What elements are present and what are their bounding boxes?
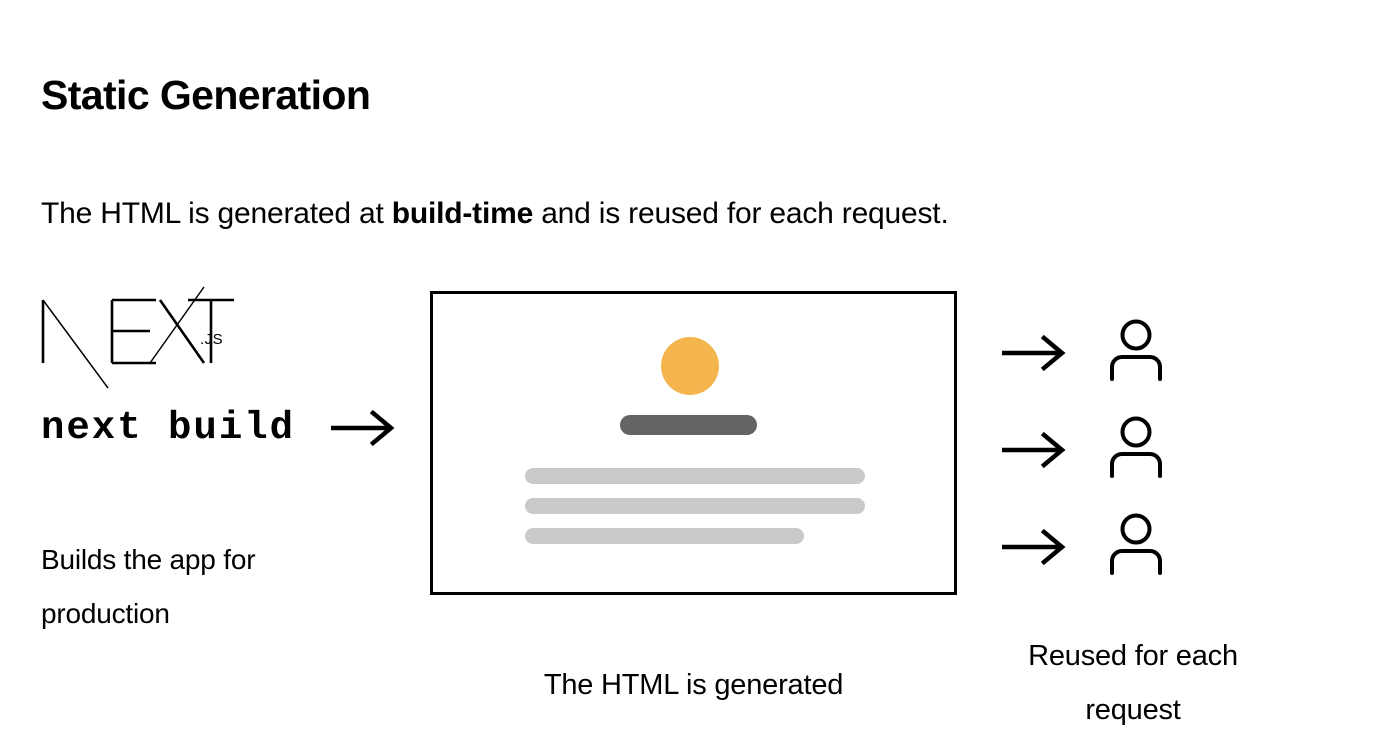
requests-caption: Reused for each request <box>985 629 1281 737</box>
build-command-text: next build <box>41 405 296 450</box>
nextjs-logo-mark <box>41 286 234 389</box>
page-title: Static Generation <box>41 72 371 119</box>
builds-caption: Builds the app for production <box>41 544 256 629</box>
build-command-group: next build <box>41 408 397 448</box>
nextjs-logo: .JS <box>38 283 238 393</box>
heading-bar-placeholder <box>620 415 757 435</box>
circle-avatar-placeholder <box>661 337 719 395</box>
text-line-placeholder <box>525 468 865 484</box>
generated-html-page-mock <box>430 291 957 595</box>
request-row <box>1000 304 1166 401</box>
requests-caption-line-2: request <box>1085 694 1181 726</box>
user-icon <box>1106 416 1166 483</box>
request-row <box>1000 401 1166 498</box>
subtitle-text-after: and is reused for each request. <box>533 197 949 230</box>
requests-caption-line-1: Reused for each <box>1028 640 1238 672</box>
subtitle-text-before: The HTML is generated at <box>41 197 392 230</box>
right-arrow-icon <box>1000 430 1068 470</box>
subtitle-emphasis: build-time <box>391 197 534 230</box>
user-icon <box>1106 513 1166 580</box>
nextjs-logo-suffix: .JS <box>200 331 224 348</box>
requests-group <box>1000 304 1166 595</box>
user-icon <box>1106 319 1166 386</box>
right-arrow-icon <box>1000 527 1068 567</box>
center-caption: The HTML is generated <box>543 669 844 701</box>
request-row <box>1000 498 1166 595</box>
right-arrow-icon <box>1000 333 1068 373</box>
right-arrow-icon <box>329 408 397 448</box>
text-line-placeholder <box>525 498 865 514</box>
page-subtitle: The HTML is generated at build-time and … <box>41 196 949 232</box>
text-line-placeholder <box>525 528 804 544</box>
